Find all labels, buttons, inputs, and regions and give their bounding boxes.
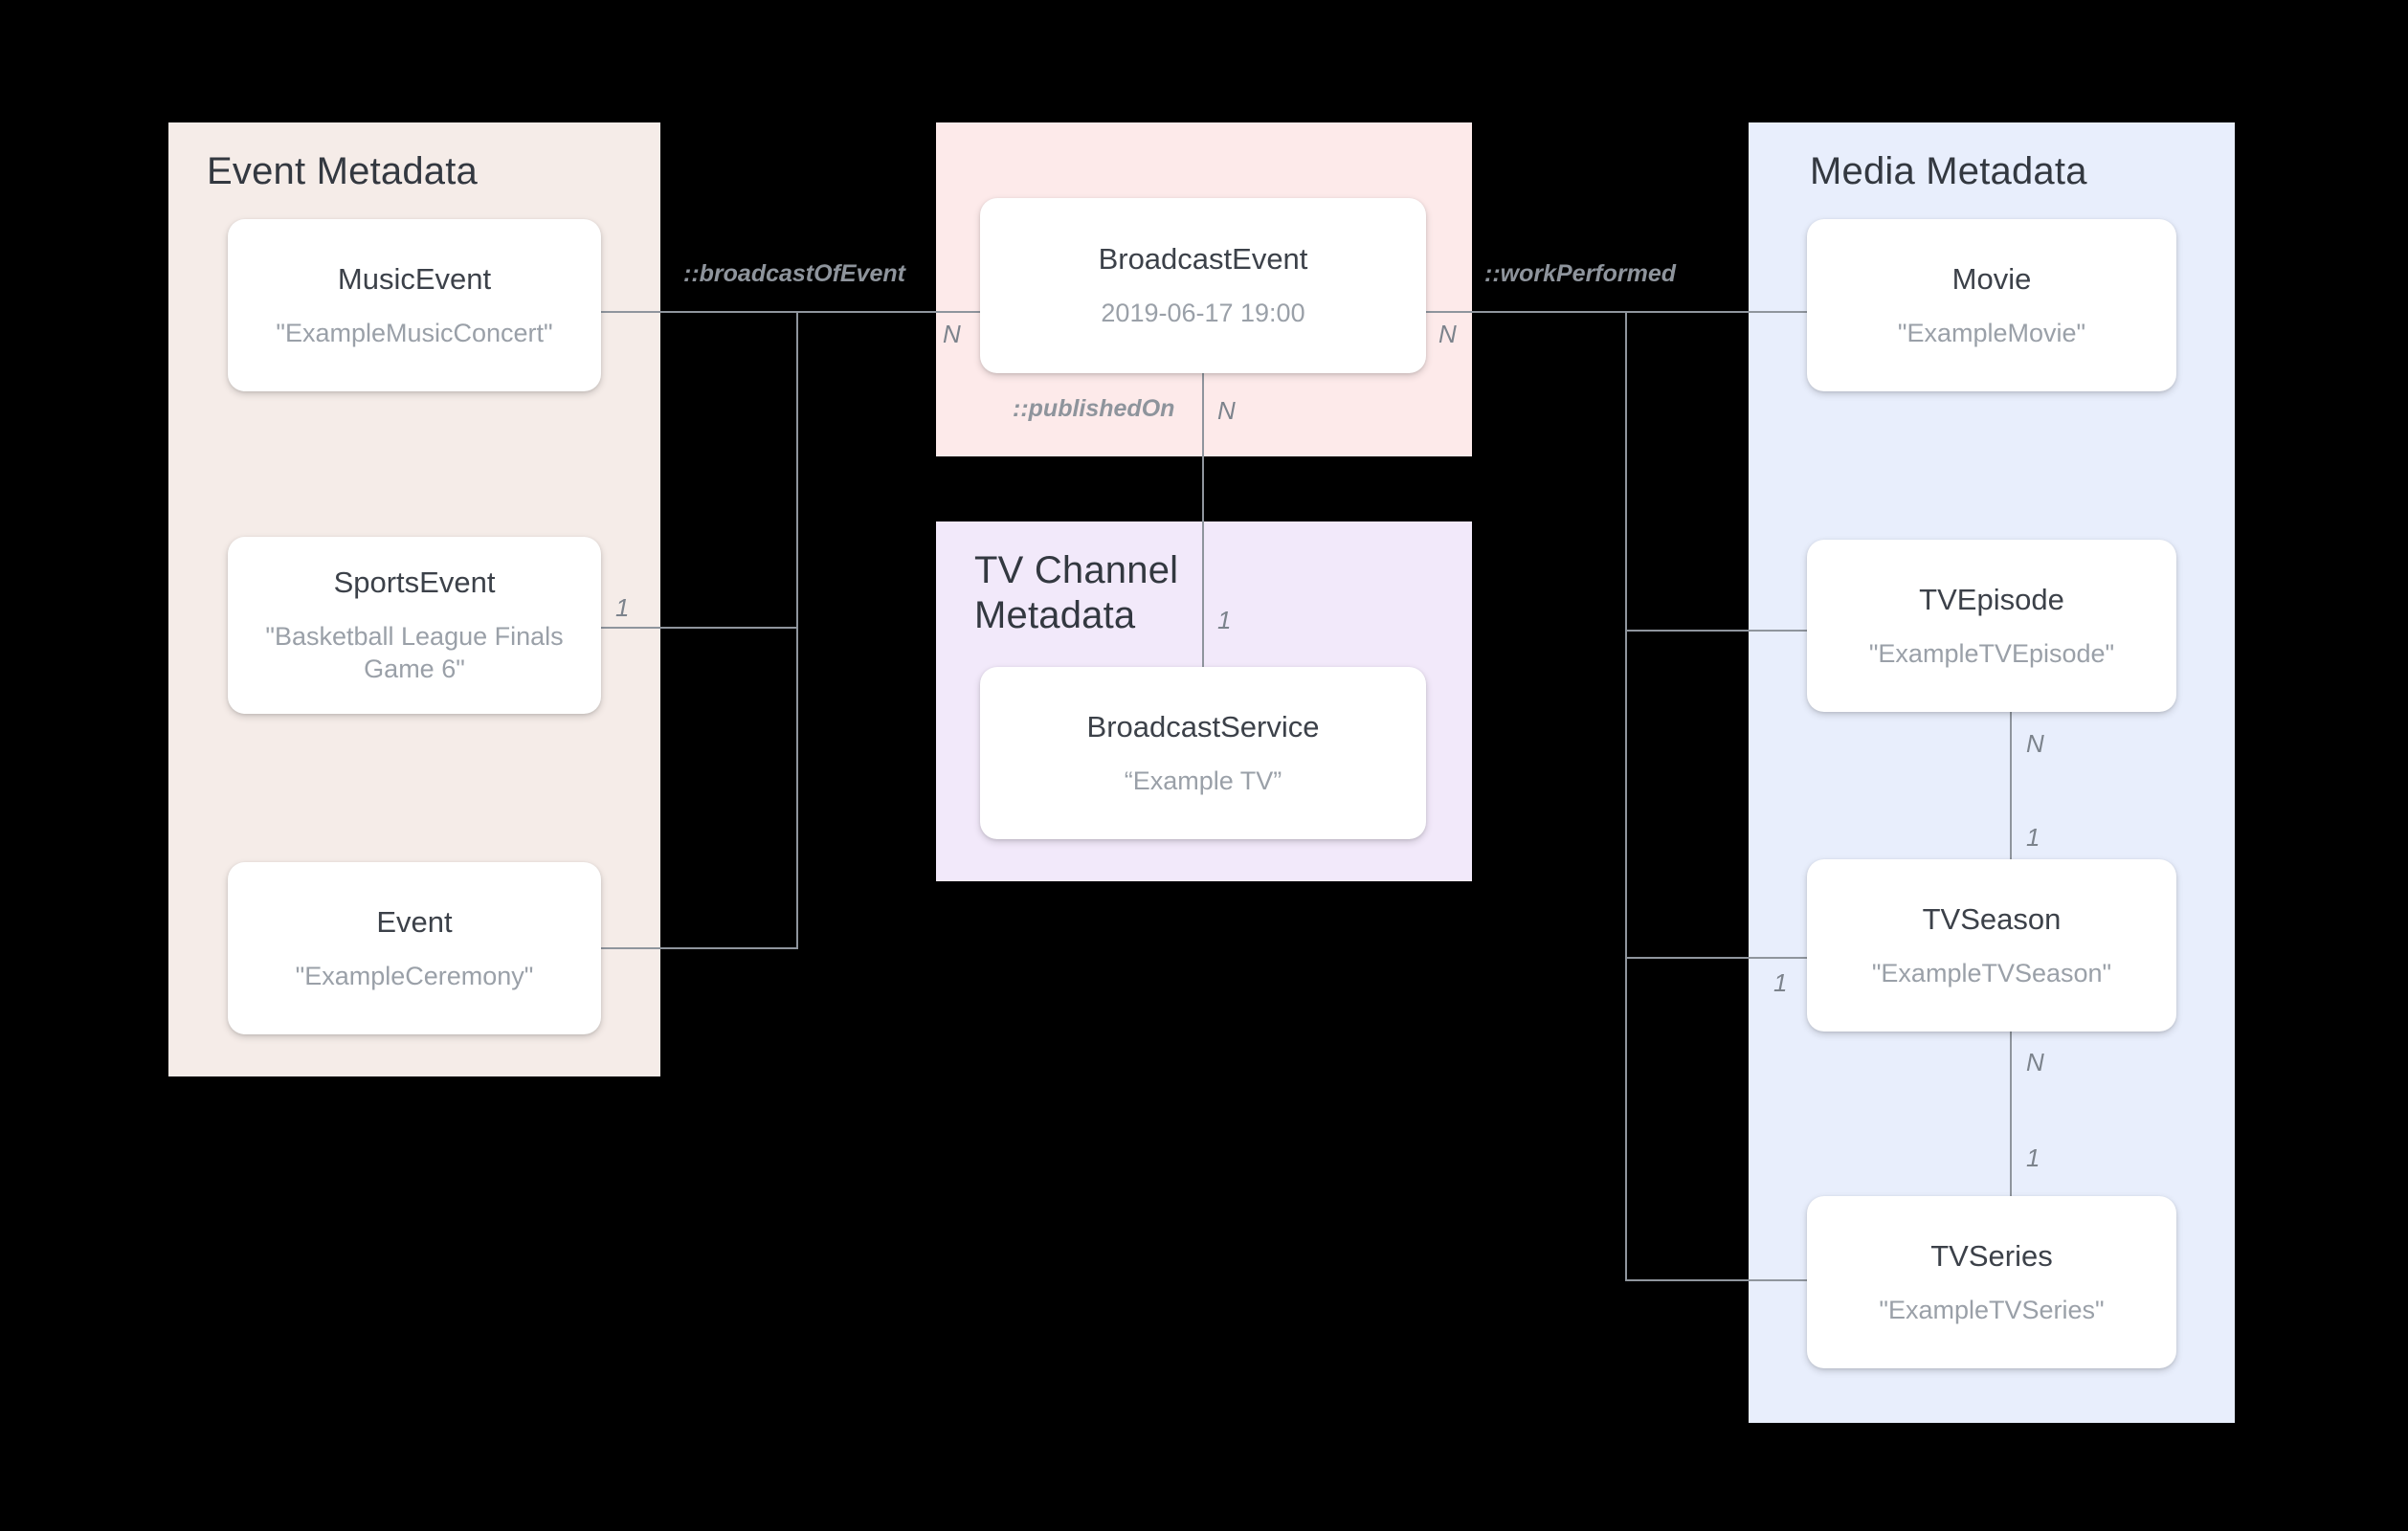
cardinality-broadcastevent-left-n: N <box>943 320 961 348</box>
entity-value-tvseries: "ExampleTVSeries" <box>1879 1295 2105 1324</box>
entity-card-sportsevent[interactable]: SportsEvent "Basketball League Finals Ga… <box>228 537 601 714</box>
entity-card-event[interactable]: Event "ExampleCeremony" <box>228 862 601 1034</box>
edge-event-to-bus <box>601 947 798 949</box>
entity-type-broadcastservice: BroadcastService <box>1086 709 1320 743</box>
entity-type-event: Event <box>376 904 453 939</box>
entity-type-sportsevent: SportsEvent <box>333 566 496 600</box>
entity-value-event: "ExampleCeremony" <box>295 961 534 990</box>
entity-type-tvepisode: TVEpisode <box>1919 582 2064 616</box>
edge-bus-to-tvepisode <box>1625 630 1809 632</box>
cardinality-tvseason-series-n: N <box>2026 1048 2044 1076</box>
edge-bus-to-tvseason <box>1625 957 1809 959</box>
edge-broadcastevent-to-right-bus <box>1426 311 1627 313</box>
entity-value-musicevent: "ExampleMusicConcert" <box>276 318 553 347</box>
edge-tvepisode-to-tvseason <box>2010 712 2012 860</box>
relation-label-published-on: ::publishedOn <box>1013 395 1175 422</box>
edge-right-vertical-bus <box>1625 311 1627 1280</box>
cardinality-published-on-n: N <box>1217 396 1236 425</box>
cardinality-sportsevent-one: 1 <box>615 593 630 622</box>
entity-value-broadcastservice: “Example TV” <box>1124 766 1282 795</box>
cardinality-tvseason-episode-one: 1 <box>2026 823 2040 852</box>
entity-value-tvseason: "ExampleTVSeason" <box>1871 958 2112 987</box>
entity-type-movie: Movie <box>1951 261 2032 296</box>
entity-type-tvseries: TVSeries <box>1930 1238 2053 1273</box>
entity-type-broadcastevent: BroadcastEvent <box>1098 242 1308 277</box>
entity-card-broadcastservice[interactable]: BroadcastService “Example TV” <box>980 667 1426 839</box>
edge-bus-to-tvseries <box>1625 1279 1809 1281</box>
entity-type-tvseason: TVSeason <box>1922 901 2062 936</box>
entity-type-musicevent: MusicEvent <box>337 261 492 296</box>
relation-label-work-performed: ::workPerformed <box>1484 260 1677 287</box>
edge-bus-to-broadcastevent <box>796 311 982 313</box>
edge-left-vertical-bus <box>796 311 798 949</box>
cardinality-tvepisode-season-n: N <box>2026 729 2044 758</box>
cardinality-broadcastservice-one: 1 <box>1217 606 1232 634</box>
cardinality-broadcastevent-right-n: N <box>1438 320 1457 348</box>
group-title-event-metadata: Event Metadata <box>207 150 478 192</box>
cardinality-tvseason-left-one: 1 <box>1773 968 1788 997</box>
entity-card-tvseason[interactable]: TVSeason "ExampleTVSeason" <box>1807 859 2176 1032</box>
entity-card-tvepisode[interactable]: TVEpisode "ExampleTVEpisode" <box>1807 540 2176 712</box>
entity-card-broadcastevent[interactable]: BroadcastEvent 2019-06-17 19:00 <box>980 198 1426 373</box>
edge-musicevent-to-bus <box>601 311 798 313</box>
group-title-media-metadata: Media Metadata <box>1810 150 2087 192</box>
edge-broadcastevent-to-broadcastservice <box>1202 373 1204 670</box>
entity-value-tvepisode: "ExampleTVEpisode" <box>1868 638 2115 668</box>
edge-tvseason-to-tvseries <box>2010 1032 2012 1197</box>
edge-bus-to-movie <box>1625 311 1809 313</box>
entity-card-musicevent[interactable]: MusicEvent "ExampleMusicConcert" <box>228 219 601 391</box>
entity-value-movie: "ExampleMovie" <box>1897 318 2086 347</box>
edge-sportsevent-to-bus <box>601 627 798 629</box>
relation-label-broadcast-of-event: ::broadcastOfEvent <box>683 260 905 287</box>
entity-card-movie[interactable]: Movie "ExampleMovie" <box>1807 219 2176 391</box>
entity-card-tvseries[interactable]: TVSeries "ExampleTVSeries" <box>1807 1196 2176 1368</box>
entity-value-sportsevent: "Basketball League Finals Game 6" <box>265 622 564 684</box>
group-title-tv-channel-metadata: TV Channel Metadata <box>974 549 1179 637</box>
cardinality-tvseries-season-one: 1 <box>2026 1143 2040 1172</box>
entity-value-broadcastevent: 2019-06-17 19:00 <box>1101 299 1305 328</box>
